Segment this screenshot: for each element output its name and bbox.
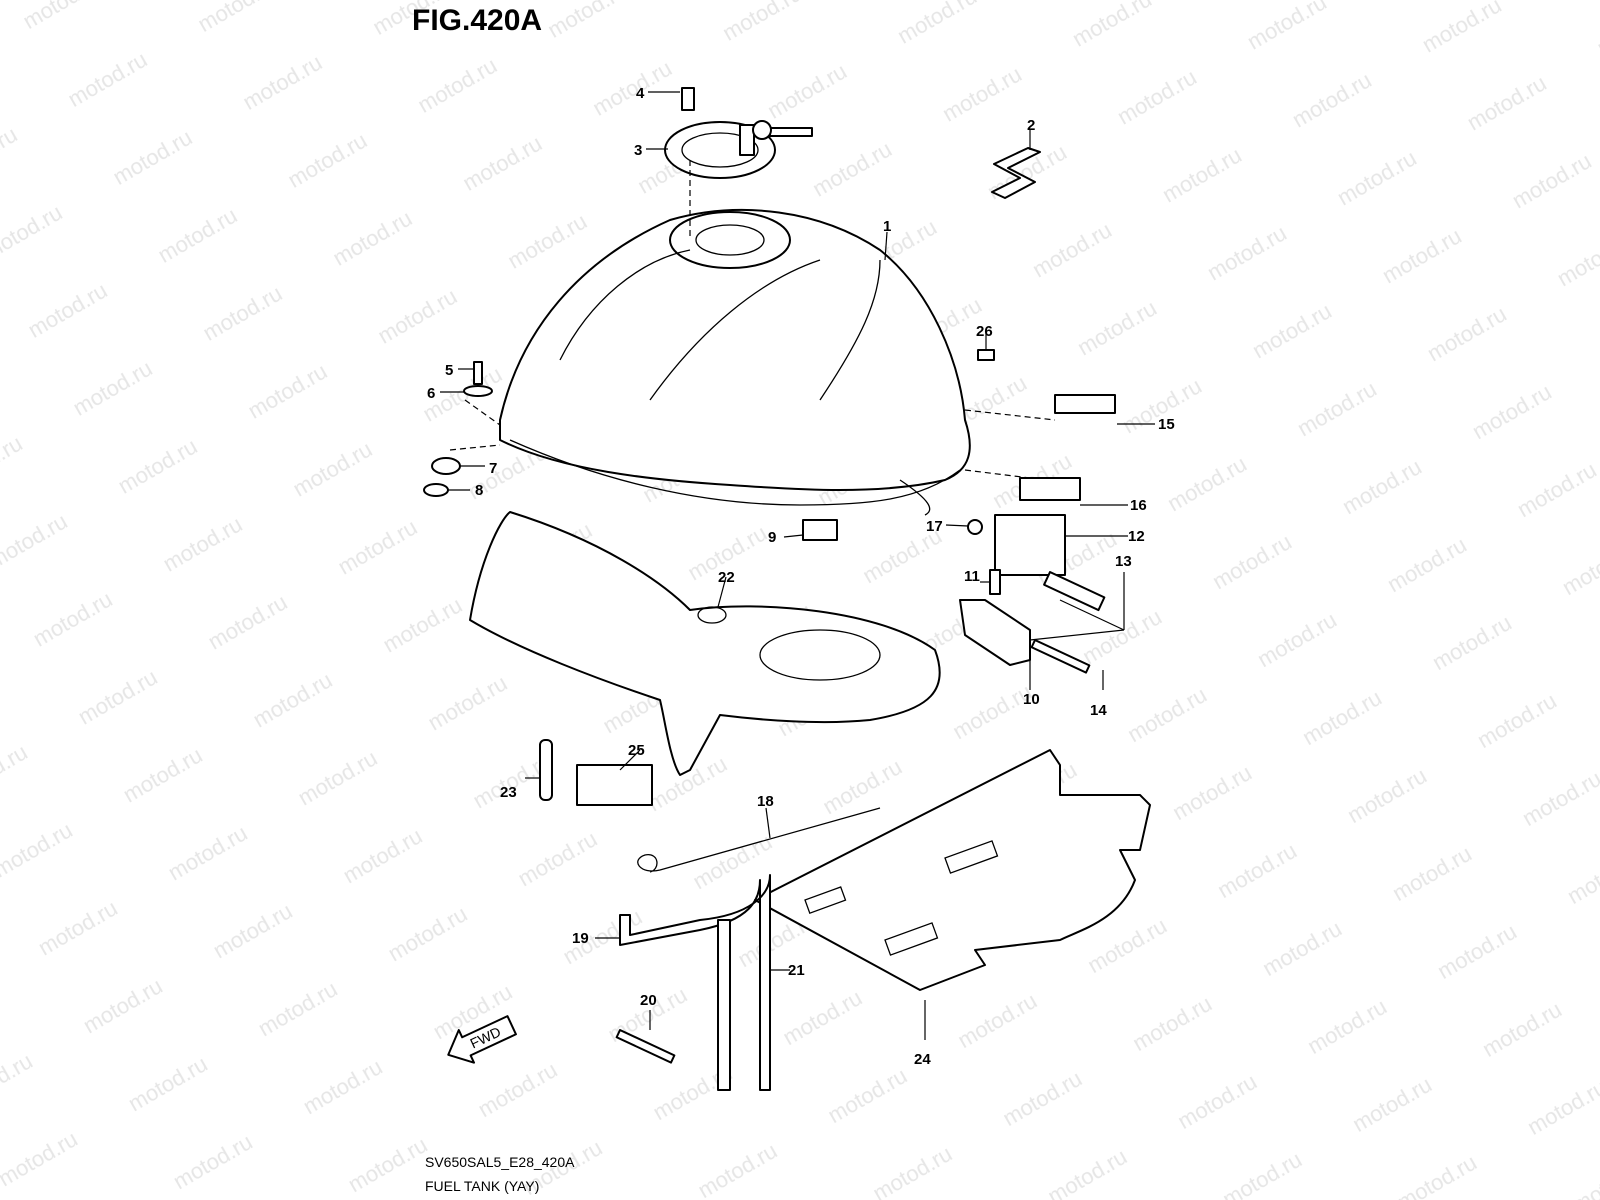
emblem-icon (991, 147, 1041, 199)
wire-18 (637, 807, 881, 873)
callout-labels: 1 2 3 4 5 6 7 8 9 10 11 12 13 14 15 16 1… (427, 85, 1175, 1068)
callout-18: 18 (757, 793, 774, 810)
callout-7: 7 (489, 460, 497, 477)
fuel-cap-assembly (664, 87, 813, 179)
callout-2: 2 (1027, 117, 1035, 134)
bolt-5 (473, 361, 483, 385)
callout-19: 19 (572, 930, 589, 947)
callout-17: 17 (926, 518, 943, 535)
bracket-12 (994, 514, 1066, 576)
callout-22: 22 (718, 569, 735, 586)
callout-26: 26 (976, 323, 993, 340)
washer-6 (463, 385, 493, 397)
callout-5: 5 (445, 362, 453, 379)
fuel-tank (499, 209, 971, 516)
heat-shield-24 (754, 749, 1151, 991)
clip-23 (539, 739, 553, 801)
callout-16: 16 (1130, 497, 1147, 514)
leader-lines (440, 91, 1155, 1040)
model-code: SV650SAL5_E28_420A (425, 1154, 575, 1170)
figure-caption: FUEL TANK (YAY) (425, 1178, 539, 1194)
callout-8: 8 (475, 482, 483, 499)
callout-21: 21 (788, 962, 805, 979)
cushion-9 (802, 519, 838, 541)
callout-6: 6 (427, 385, 435, 402)
callout-14: 14 (1090, 702, 1107, 719)
block-25 (576, 764, 653, 806)
figure-title: FIG.420A (412, 4, 542, 37)
bracket-15 (1054, 394, 1116, 414)
callout-15: 15 (1158, 416, 1175, 433)
collar-8 (423, 483, 449, 497)
grommet-7 (431, 457, 461, 475)
nut-17 (967, 519, 983, 535)
bolt-14 (1030, 639, 1091, 674)
callout-9: 9 (768, 529, 776, 546)
clip-26 (977, 349, 995, 361)
bolt-11 (989, 569, 1001, 595)
callout-11: 11 (964, 568, 980, 585)
callout-24: 24 (914, 1051, 931, 1068)
cushion-16 (1019, 477, 1081, 501)
hose-21 (717, 919, 731, 1091)
callout-12: 12 (1128, 528, 1145, 545)
forward-direction-arrow: FWD (447, 1015, 517, 1064)
callout-23: 23 (500, 784, 517, 801)
callout-1: 1 (883, 218, 891, 235)
collar-13 (1043, 570, 1106, 612)
callout-25: 25 (628, 742, 645, 759)
callout-3: 3 (634, 142, 642, 159)
tank-underside-tray (469, 511, 941, 776)
callout-20: 20 (640, 992, 657, 1009)
callout-4: 4 (636, 85, 645, 102)
callout-13: 13 (1115, 553, 1132, 570)
callout-10: 10 (1023, 691, 1040, 708)
clip-20 (615, 1029, 676, 1064)
